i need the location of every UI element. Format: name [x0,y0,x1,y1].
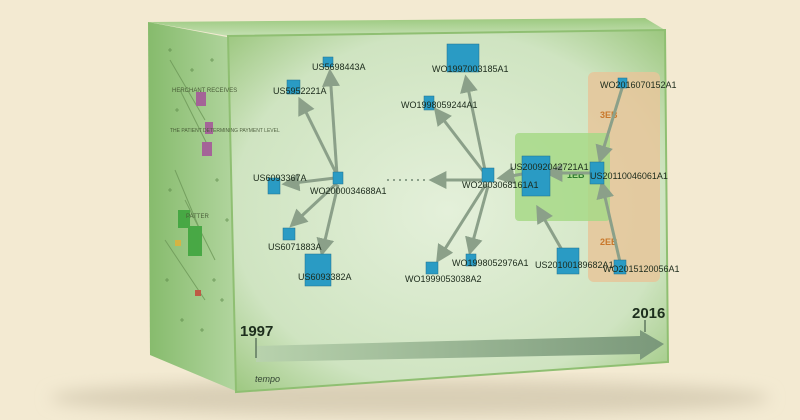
group-label-1eb: 1EB [567,170,585,180]
node-wo2015120056a1[interactable] [613,259,627,275]
edge [436,183,488,264]
box-front-face [226,28,670,394]
timeline-axis-label: tempo [255,374,280,384]
edge [596,180,622,263]
label-wo1998059244a1: WO1998059244A1 [401,100,478,110]
side-label-top: HERCHANT RECEIVES [172,88,237,94]
label-wo2015120056a1: WO2015120056A1 [603,264,680,274]
side-node [205,122,213,134]
edge [536,204,564,251]
node-wo1998052976a1[interactable] [465,253,477,267]
label-us20110046061a1: US20110046061A1 [590,171,668,181]
label-us5698443a: US5698443A [312,62,366,72]
side-node [175,240,181,246]
node-wo2016070152a1[interactable] [617,77,628,89]
nodes [267,43,628,287]
node-us5952221a[interactable] [286,79,301,95]
edge [316,184,340,257]
node-wo2003068161a1[interactable] [481,167,495,183]
edges-left-cluster [281,68,340,257]
timeline-arrow [256,330,664,362]
label-us20092042721a1: US20092042721A1 [510,162,589,172]
label-us6071883a: US6071883A [268,242,322,252]
timeline-start-year: 1997 [240,323,273,340]
node-wo1998059244a1[interactable] [423,95,435,111]
edge [465,185,490,256]
box-shadow [50,380,770,416]
node-us20100189682a1[interactable] [556,247,580,275]
label-us20100189682a1: US20100189682A1 [535,260,614,270]
label-wo1997003185a1: WO1997003185A1 [432,64,509,74]
side-network: HERCHANT RECEIVES THE PATIENT DETERMININ… [164,48,280,332]
node-us6093382a[interactable] [304,253,332,287]
label-us6093367a: US6093367A [253,173,307,183]
node-labels: US5698443A US5952221A US6093367A WO20000… [253,62,680,284]
timeline-axis: 1997 2016 tempo [240,305,665,384]
label-wo2016070152a1: WO2016070152A1 [600,80,677,90]
group-band-orange [588,72,660,282]
label-us6093382a: US6093382A [298,272,352,282]
label-wo2000034688a1: WO2000034688A1 [310,186,387,196]
label-wo1998052976a1: WO1998052976A1 [452,258,529,268]
side-node [188,226,202,256]
label-wo2003068161a1: WO2003068161A1 [462,180,539,190]
edge [321,68,340,176]
side-node [196,92,206,106]
edge [595,84,625,164]
node-us6071883a[interactable] [282,227,296,241]
box-side-face [148,22,238,392]
edge [298,96,339,176]
group-band-green [515,133,610,221]
side-node [178,210,190,228]
edge [289,181,339,228]
edge [281,173,336,192]
label-wo1999053038a2: WO1999053038A2 [405,274,482,284]
edge [460,74,488,176]
label-us5952221a: US5952221A [273,86,327,96]
node-wo2000034688a1[interactable] [332,171,344,185]
edges-center-cluster [428,74,490,264]
side-label-mid: THE PATIENT DETERMINING PAYMENT LEVEL [170,128,280,134]
group-label-2eb: 2EB [600,237,618,247]
node-us6093367a[interactable] [267,177,281,195]
side-label-bottom: PATTER [186,214,209,220]
timeline-end-year: 2016 [632,305,665,322]
node-us5698443a[interactable] [322,56,334,68]
side-node [202,142,212,156]
node-us20110046061a1[interactable] [589,161,605,185]
node-us20092042721a1[interactable] [521,155,551,197]
edge [433,107,488,176]
edges-right-cluster [496,84,625,263]
node-wo1999053038a2[interactable] [425,261,439,275]
group-label-3eb: 3EB [600,110,618,120]
node-wo1997003185a1[interactable] [446,43,480,73]
side-node [195,290,201,296]
